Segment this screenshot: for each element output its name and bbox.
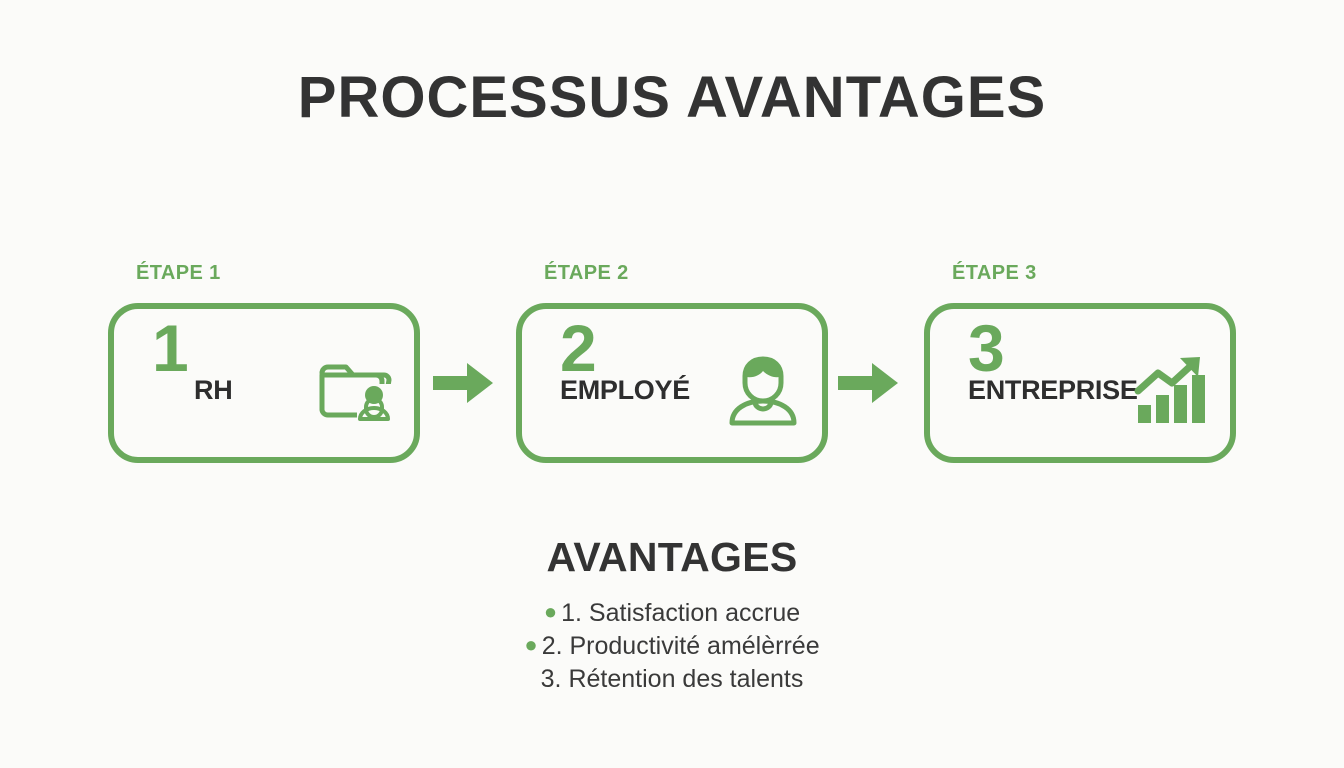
bullet-icon: ● — [524, 632, 538, 657]
step-2-number: 2 — [560, 311, 597, 385]
step-1-label: RH — [194, 375, 233, 405]
process-steps: ÉTAPE 1 1 RH ÉTAPE 2 — [108, 262, 1236, 472]
step-3-label: ENTREPRISE — [968, 375, 1138, 405]
list-item: ●2. Productivité amélèrrée — [0, 630, 1344, 663]
step-3-number: 3 — [968, 311, 1005, 385]
list-item-label: 2. Productivité amélèrrée — [541, 632, 820, 660]
list-item-label: 1. Satisfaction accrue — [561, 599, 801, 627]
step-1[interactable]: ÉTAPE 1 1 RH — [108, 262, 420, 464]
benefits-title: AVANTAGES — [546, 534, 798, 580]
folder-person-icon — [316, 353, 394, 427]
arrow-right-icon-1 — [433, 361, 493, 405]
step-3-eyebrow: ÉTAPE 3 — [952, 262, 1037, 284]
arrow-right-icon-2 — [838, 361, 898, 405]
list-item-label: 3. Rétention des talents — [540, 665, 804, 693]
page-title: PROCESSUS AVANTAGES — [297, 65, 1047, 130]
benefits-list: ●1. Satisfaction accrue ●2. Productivité… — [0, 597, 1344, 696]
list-item: ●1. Satisfaction accrue — [0, 597, 1344, 630]
step-2[interactable]: ÉTAPE 2 2 EMPLOYÉ — [516, 262, 828, 464]
growth-chart-icon — [1132, 353, 1210, 427]
step-2-eyebrow: ÉTAPE 2 — [544, 262, 629, 284]
step-1-eyebrow: ÉTAPE 1 — [136, 262, 221, 284]
step-2-card[interactable]: 2 EMPLOYÉ — [516, 303, 828, 463]
step-3[interactable]: ÉTAPE 3 3 ENTREPRISE — [924, 262, 1236, 464]
benefits-section: AVANTAGES ●1. Satisfaction accrue ●2. Pr… — [0, 534, 1344, 696]
step-1-card[interactable]: 1 RH — [108, 303, 420, 463]
person-icon — [724, 353, 802, 427]
list-item: ●3. Rétention des talents — [0, 663, 1344, 696]
step-2-label: EMPLOYÉ — [560, 375, 690, 405]
step-3-card[interactable]: 3 ENTREPRISE — [924, 303, 1236, 463]
step-1-number: 1 — [152, 311, 189, 385]
bullet-icon: ● — [543, 599, 558, 624]
